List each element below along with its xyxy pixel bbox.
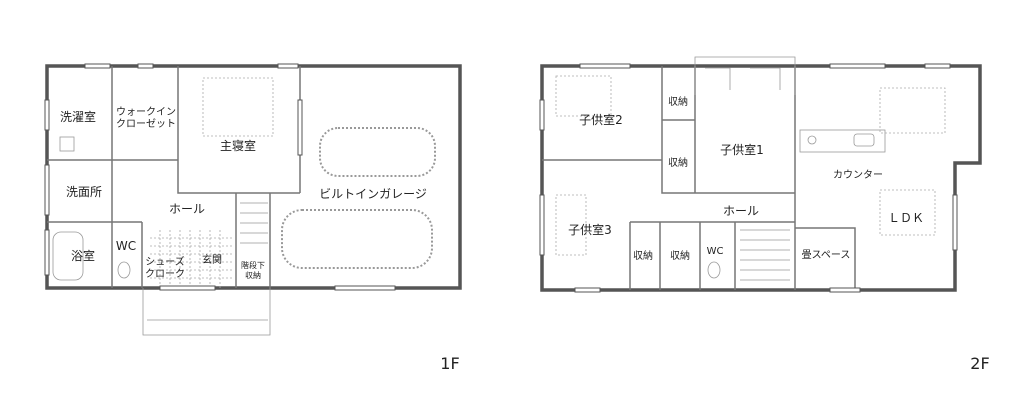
window (44, 164, 50, 216)
floor-plan-1f: 洗濯室 ウォークイン クローゼット 主寝室 洗面所 ホール ビルトインガレージ … (44, 63, 462, 373)
window (159, 285, 216, 291)
window (829, 63, 886, 69)
room-label: ホール (169, 202, 205, 216)
window (44, 99, 50, 131)
room-label: 収納 (633, 249, 653, 262)
room-label: 洗濯室 (60, 109, 96, 124)
room-label: ウォークイン (116, 106, 176, 118)
dining-table (879, 87, 946, 134)
car-icon (319, 127, 436, 177)
window (44, 229, 50, 276)
bed-icon (202, 77, 274, 137)
room-label: 収納 (668, 156, 688, 169)
floor-label-2f: 2F (970, 354, 989, 373)
entrance-tiles (150, 230, 232, 288)
window (829, 287, 861, 293)
toilet-icon (707, 261, 721, 279)
window (334, 285, 396, 291)
room-label: 主寝室 (220, 138, 256, 153)
room-label: ビルトインガレージ (319, 187, 427, 201)
room-label: ＬＤＫ (888, 211, 924, 225)
room-label: 収納 (668, 95, 688, 108)
room-label: WC (116, 239, 136, 253)
car-icon (281, 209, 433, 269)
room-label: 玄関 (202, 253, 222, 266)
room-label: 収納 (245, 270, 261, 280)
room-label: 収納 (670, 249, 690, 262)
window (924, 63, 951, 69)
room-label: 子供室3 (568, 222, 612, 237)
room-label: ホール (723, 204, 759, 218)
room-label: 子供室1 (720, 142, 764, 157)
room-label: 洗面所 (66, 185, 102, 199)
bed-icon (555, 194, 587, 256)
room-label: WC (707, 246, 724, 257)
floor-plan-2f: 子供室2 収納 収納 子供室1 カウンター ホール ＬＤＫ 子供室3 収納 収納… (539, 56, 990, 373)
window (539, 194, 545, 256)
room-label: 浴室 (71, 248, 95, 263)
window (952, 194, 958, 251)
outer-wall-2f (540, 64, 982, 292)
room-label: 階段下 (241, 260, 265, 270)
room-label: クローク (145, 268, 185, 280)
room-label: 畳スペース (802, 249, 851, 261)
window (84, 63, 111, 69)
sofa (879, 189, 936, 236)
bathtub-icon (52, 231, 84, 281)
window (539, 99, 545, 131)
room-label: カウンター (833, 169, 883, 181)
room-label: シューズ (145, 255, 185, 268)
kitchen-counter (799, 129, 886, 153)
sink-icon (853, 133, 875, 147)
floor-label-1f: 1F (440, 354, 459, 373)
stove-icon (807, 135, 817, 145)
window (137, 63, 154, 69)
window (574, 287, 601, 293)
outer-wall-1f (45, 64, 462, 290)
room-label: 子供室2 (579, 112, 623, 127)
washer-icon (59, 136, 75, 152)
window (579, 63, 631, 69)
window (277, 63, 299, 69)
bed-icon (555, 75, 612, 117)
room-label: クローゼット (116, 118, 176, 130)
toilet-icon (117, 261, 131, 279)
window (297, 99, 303, 156)
